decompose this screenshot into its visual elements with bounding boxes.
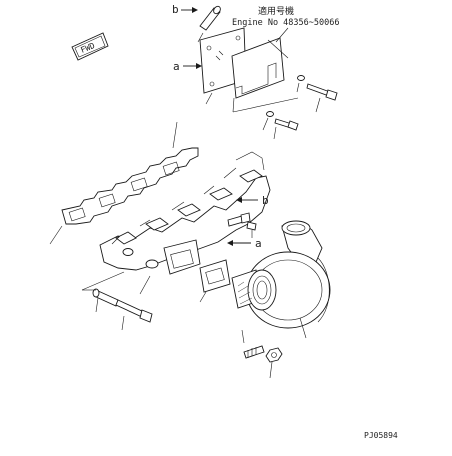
- small-bolt-mid: [246, 221, 257, 238]
- ref-b-top-label: b: [172, 3, 179, 16]
- manifold-stud: [227, 212, 251, 227]
- ref-a-mid-arrow: a: [227, 237, 262, 250]
- ref-a-mid-label: a: [255, 237, 262, 250]
- ref-a-top-label: a: [173, 60, 180, 73]
- mounting-sleeve: [92, 288, 119, 313]
- leader-sleeve: [81, 271, 125, 291]
- ref-b-mid-label: b: [262, 194, 269, 207]
- manifold-port-2: [145, 217, 169, 231]
- exhaust-manifold: [99, 151, 271, 295]
- manifold-port-4: [209, 187, 233, 201]
- bolt-upper-right: [306, 83, 338, 113]
- bolt-lower: [273, 118, 299, 140]
- turbo-nut: [265, 347, 283, 379]
- washer-upper: [296, 75, 305, 93]
- turbocharger: [231, 220, 331, 339]
- note-leader-line: [275, 27, 289, 43]
- turbo-gasket: [199, 259, 231, 303]
- note-title: 適用号機: [258, 5, 294, 17]
- manifold-bolt: [115, 299, 153, 331]
- washer-lower: [262, 111, 274, 131]
- fwd-arrow-icon: FWD: [71, 32, 109, 61]
- manifold-port-5: [239, 169, 263, 183]
- manifold-port-1: [115, 231, 137, 245]
- drawing-code: PJ05894: [364, 431, 398, 440]
- ref-b-top-arrow: b: [172, 3, 198, 16]
- turbo-stud: [241, 329, 265, 359]
- ref-a-top-arrow: a: [173, 60, 202, 73]
- note-engine-range: Engine No 48356~50066: [232, 18, 339, 28]
- manifold-gasket: [49, 121, 199, 245]
- bracket: [231, 37, 299, 113]
- manifold-port-3: [177, 203, 201, 217]
- ref-b-mid-arrow: b: [236, 194, 269, 207]
- dowel-pin: [197, 5, 221, 43]
